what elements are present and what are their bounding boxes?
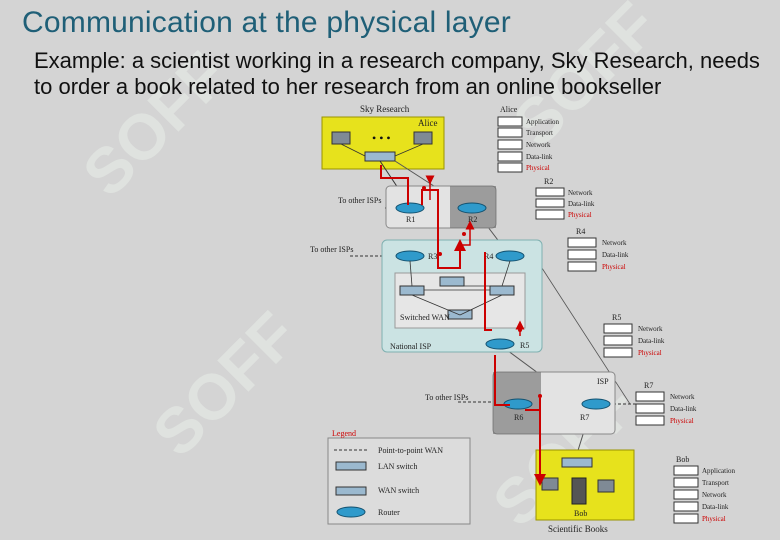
- bob-label: Bob: [574, 509, 587, 518]
- svg-text:Network: Network: [602, 239, 627, 247]
- wan-switch-icon: [489, 285, 515, 296]
- router-icon: [457, 202, 487, 214]
- legend-title: Legend: [332, 429, 356, 438]
- protocol-stack-r5: Network Data-link Physical: [603, 323, 665, 358]
- wan-switch-icon: [399, 285, 425, 296]
- svg-text:Network: Network: [526, 141, 551, 149]
- isp-label: ISP: [597, 377, 609, 386]
- stack-owner-label: R5: [612, 313, 621, 322]
- protocol-stack-r7: Network Data-link Physical: [635, 391, 697, 426]
- legend-item: WAN switch: [378, 486, 419, 495]
- protocol-stack-bob: Application Transport Network Data-link …: [673, 465, 736, 524]
- svg-text:Data-link: Data-link: [568, 200, 595, 208]
- svg-text:Data-link: Data-link: [702, 503, 729, 511]
- router-icon: [495, 250, 525, 262]
- svg-text:Network: Network: [638, 325, 663, 333]
- server-icon: [571, 477, 587, 505]
- svg-text:Physical: Physical: [670, 417, 694, 425]
- svg-text:• • •: • • •: [372, 131, 391, 145]
- protocol-stack-r2: Network Data-link Physical: [535, 187, 595, 220]
- to-other-isps-label: To other ISPs: [425, 393, 468, 402]
- stack-owner-label: Alice: [500, 105, 518, 114]
- stack-owner-label: R4: [576, 227, 585, 236]
- alice-label: Alice: [418, 118, 438, 128]
- computer-icon: [597, 479, 615, 493]
- router-label: R2: [468, 215, 477, 224]
- legend-item: Point-to-point WAN: [378, 446, 443, 455]
- lan-switch-icon: [364, 151, 396, 162]
- router-label: R6: [514, 413, 523, 422]
- router-icon: [485, 338, 515, 350]
- svg-text:Application: Application: [526, 118, 560, 126]
- svg-text:Physical: Physical: [568, 211, 592, 219]
- legend-item: LAN switch: [378, 462, 417, 471]
- slide-title: Communication at the physical layer: [22, 6, 511, 39]
- svg-text:Physical: Physical: [702, 515, 726, 523]
- wan-switch-icon: [447, 309, 473, 320]
- stack-owner-label: R2: [544, 177, 553, 186]
- router-icon: [581, 398, 611, 410]
- router-icon: [395, 250, 425, 262]
- router-label: R7: [580, 413, 589, 422]
- router-label: R3: [428, 252, 437, 261]
- svg-text:Physical: Physical: [526, 164, 550, 172]
- path-segment: [525, 398, 546, 486]
- path-segment: [494, 355, 510, 406]
- svg-text:Network: Network: [702, 491, 727, 499]
- path-segment: [380, 165, 409, 205]
- to-other-isps-label: To other ISPs: [338, 196, 381, 205]
- path-segment: [460, 220, 475, 246]
- protocol-stack-alice: Application Transport Network Data-link …: [497, 116, 560, 173]
- path-segment: [421, 189, 466, 269]
- stack-owner-label: Bob: [676, 455, 689, 464]
- router-label: R1: [406, 215, 415, 224]
- to-other-isps-label: To other ISPs: [310, 245, 353, 254]
- sky-research-label: Sky Research: [360, 104, 410, 114]
- legend-item: Router: [378, 508, 400, 517]
- computer-icon: [331, 131, 351, 145]
- svg-text:Physical: Physical: [638, 349, 662, 357]
- svg-text:Network: Network: [670, 393, 695, 401]
- svg-text:Application: Application: [702, 467, 736, 475]
- router-icon: [395, 202, 425, 214]
- svg-text:Data-link: Data-link: [602, 251, 629, 259]
- svg-text:Data-link: Data-link: [670, 405, 697, 413]
- national-isp-label: National ISP: [390, 342, 432, 351]
- computer-icon: [541, 477, 559, 491]
- svg-text:Physical: Physical: [602, 263, 626, 271]
- protocol-stack-r4: Network Data-link Physical: [567, 237, 629, 272]
- lan-switch-icon: [561, 457, 593, 468]
- router-label: R4: [484, 252, 493, 261]
- svg-text:Data-link: Data-link: [638, 337, 665, 345]
- scientific-books-label: Scientific Books: [548, 524, 608, 534]
- slide-body: Example: a scientist working in a resear…: [34, 48, 760, 99]
- svg-text:Data-link: Data-link: [526, 153, 553, 161]
- switched-wan-label: Switched WAN: [400, 313, 450, 322]
- svg-text:Transport: Transport: [526, 129, 553, 137]
- computer-icon: [413, 131, 433, 145]
- wan-switch-icon: [439, 276, 465, 287]
- stack-owner-label: R7: [644, 381, 653, 390]
- router-label: R5: [520, 341, 529, 350]
- svg-text:Transport: Transport: [702, 479, 729, 487]
- path-segment: [484, 252, 492, 331]
- svg-text:Network: Network: [568, 189, 593, 197]
